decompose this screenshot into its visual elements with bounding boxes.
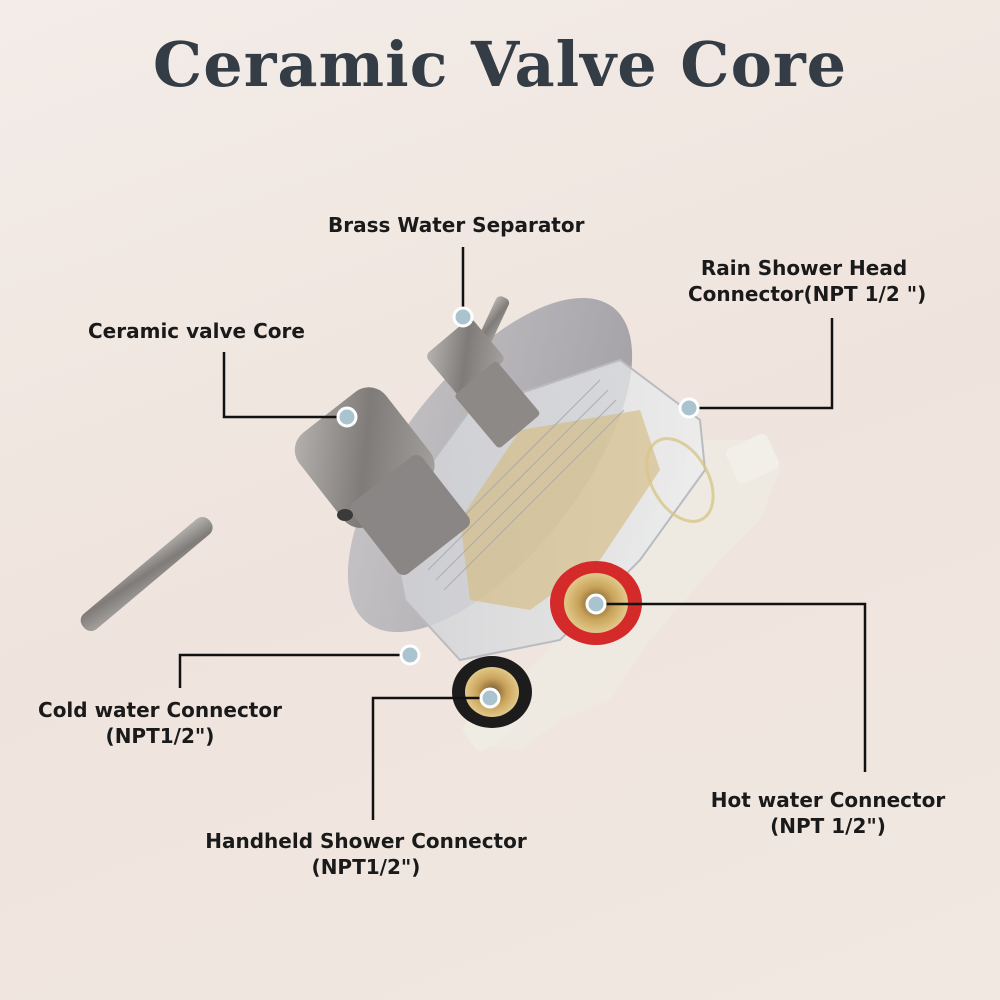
leader-hot-water xyxy=(596,602,867,772)
marker-brass-water-separator xyxy=(452,306,474,328)
callout-label: Ceramic valve Core xyxy=(88,319,305,343)
clear-housing xyxy=(388,358,715,662)
marker-ceramic-valve-core xyxy=(336,406,358,428)
diverter-stem xyxy=(427,296,540,448)
valve-handle xyxy=(80,387,470,631)
brass-body xyxy=(460,410,660,610)
callout-label-line2: (NPT 1/2") xyxy=(770,814,886,838)
callout-cold-water-connector: Cold water Connector (NPT1/2") xyxy=(26,697,294,749)
callout-label-line2: Connector(NPT 1/2 ") xyxy=(688,282,927,306)
leader-rain-shower-head xyxy=(690,318,834,410)
page-title: Ceramic Valve Core xyxy=(152,28,848,101)
callout-label-line1: Hot water Connector xyxy=(710,788,946,812)
callout-hot-water-connector: Hot water Connector (NPT 1/2") xyxy=(700,787,956,839)
callout-label-line1: Rain Shower Head xyxy=(700,256,908,280)
marker-handheld-shower xyxy=(479,687,501,709)
callout-label-line1: Handheld Shower Connector xyxy=(205,829,527,853)
callout-label-line2: (NPT1/2") xyxy=(105,724,215,748)
leader-cold-water xyxy=(178,653,410,688)
callout-ceramic-valve-core: Ceramic valve Core xyxy=(88,318,305,344)
callout-label-line2: (NPT1/2") xyxy=(311,855,421,879)
marker-rain-shower-head xyxy=(678,397,700,419)
callout-brass-water-separator: Brass Water Separator xyxy=(328,212,584,238)
leader-ceramic-valve-core xyxy=(222,352,347,419)
callout-label: Brass Water Separator xyxy=(328,213,585,237)
marker-cold-water xyxy=(399,644,421,666)
marker-hot-water xyxy=(585,593,607,615)
leader-handheld-shower xyxy=(371,696,490,820)
callout-handheld-shower-connector: Handheld Shower Connector (NPT1/2") xyxy=(190,828,542,880)
callout-rain-shower-head-connector: Rain Shower Head Connector(NPT 1/2 ") xyxy=(688,255,927,307)
callout-label-line1: Cold water Connector xyxy=(38,698,282,722)
